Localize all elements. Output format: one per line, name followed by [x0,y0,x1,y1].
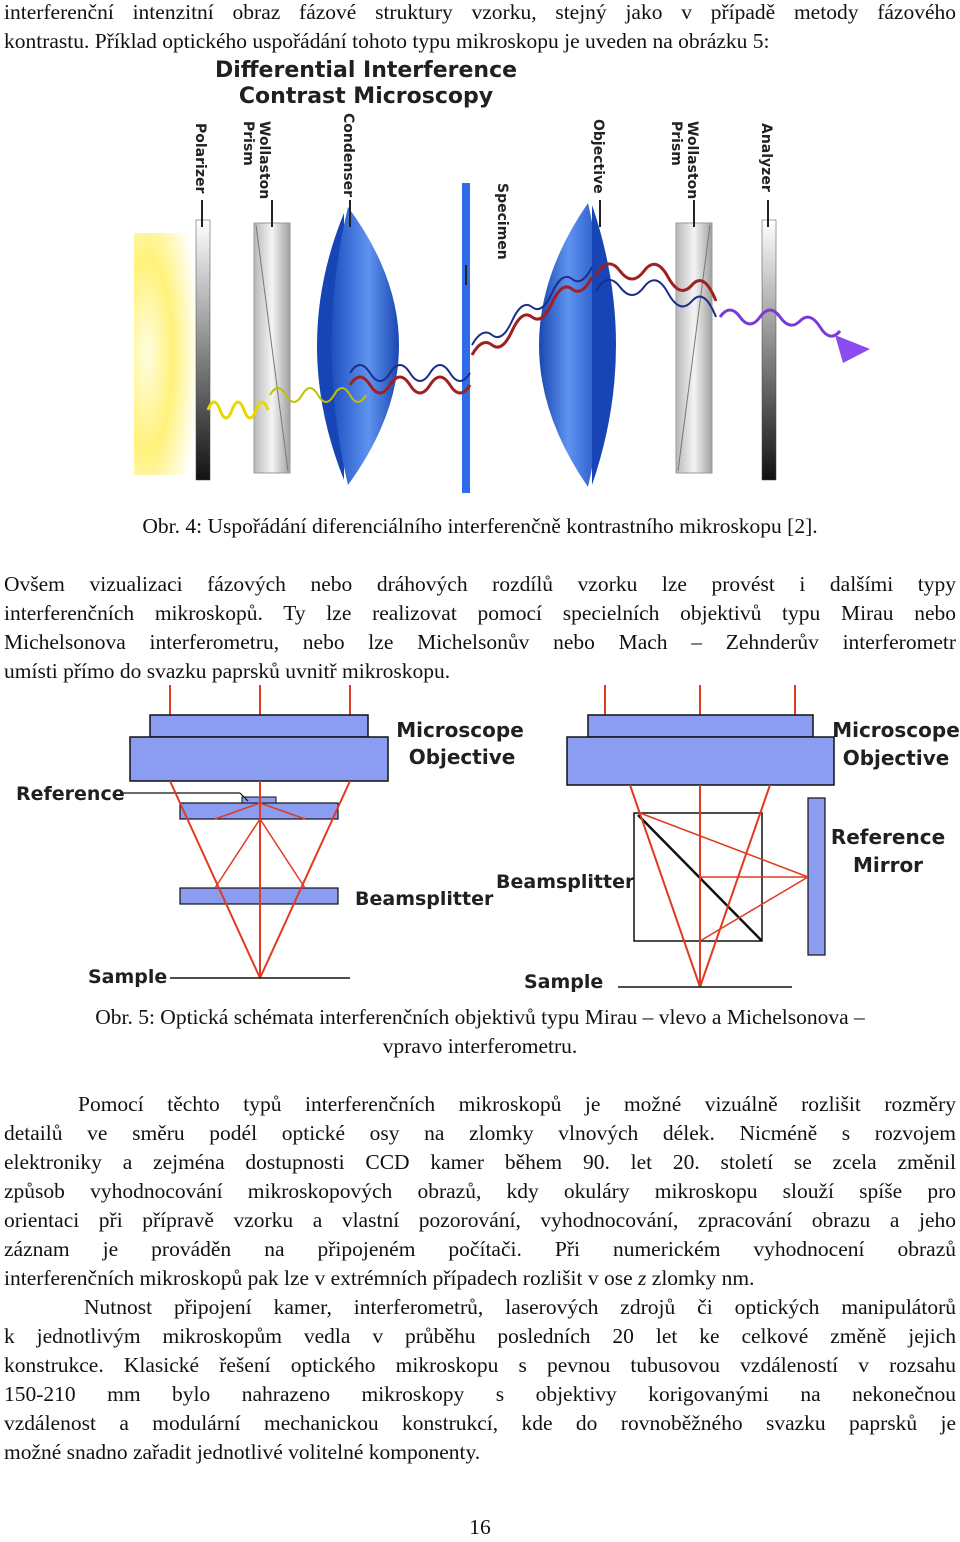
reference-mirror [807,797,826,956]
label-analyzer: Analyzer [758,123,774,192]
text-line: 150-210 mm bylo nahrazeno mikroskopy s o… [4,1382,956,1406]
label-prism-1: Prism [240,121,256,166]
label-prism-2: Prism [668,121,684,166]
text-segment: interferenčních mikroskopů pak lze v ext… [4,1266,639,1290]
condenser-lens [331,207,399,485]
ray-wave-blue [349,364,471,382]
unpolarized-wave [206,400,270,420]
ray-wave-blue [595,279,717,318]
ray-wave-red [470,276,594,356]
caption-line: vpravo interferometru. [382,1034,578,1058]
text-line: konstrukce. Klasické řešení optického mi… [4,1353,956,1377]
label-reference: Reference [16,783,125,805]
figure4-caption: Obr. 4: Uspořádání diferenciálního inter… [142,514,818,538]
label-objective: Objective [409,745,516,769]
mirau-schematic: Microscope Objective Reference Beamsplit… [16,685,524,988]
label-wollaston-1: Wollaston [256,121,272,199]
text-line: orientaci při přípravě vzorku a vlastní … [4,1208,956,1232]
text-line: kontrastu. Příklad optického uspořádání … [4,29,770,53]
figure-title-line1: Differential Interference [215,58,517,83]
text-line: interferenčních mikroskopů. Ty lze reali… [4,601,956,625]
label-beamsplitter: Beamsplitter [355,888,494,910]
text-line: způsob vyhodnocování mikroskopových obra… [4,1179,956,1203]
label-condenser: Condenser [340,113,356,197]
output-arrow-icon [835,335,870,363]
figure5-caption: Obr. 5: Optická schémata interferenčních… [4,1003,956,1061]
text-line: interferenční intenzitní obraz fázové st… [4,0,956,24]
text-line: k jednotlivým mikroskopům vedla v průběh… [4,1324,956,1348]
prism-split-line [255,224,289,472]
label-reference: Reference [831,825,945,849]
label-microscope: Microscope [396,718,524,742]
caption-line: Obr. 5: Optická schémata interferenčních… [95,1005,865,1029]
label-objective: Objective [590,119,606,194]
text-line: Pomocí těchto typů interferenčních mikro… [78,1092,956,1116]
michelson-schematic: Microscope Objective Reference Mirror Be… [496,685,960,993]
top-paragraph: interferenční intenzitní obraz fázové st… [4,0,956,56]
figure-title-line2: Contrast Microscopy [239,84,493,109]
text-line: Michelsonova interferometru, nebo lze Mi… [4,630,956,654]
analyzer-element [761,219,777,481]
label-sample: Sample [524,971,603,993]
output-wave [718,308,842,338]
page-number: 16 [469,1515,491,1539]
text-line: umísti přímo do svazku paprsků uvnitř mi… [4,659,451,683]
polarizer-element [195,219,211,481]
ray-wave-red [594,262,718,302]
label-polarizer: Polarizer [192,123,208,193]
label-mirror: Mirror [853,853,923,877]
text-line: detailů ve směru podél optické osy na zl… [4,1121,956,1145]
label-specimen: Specimen [494,183,510,260]
objective-main-block [566,736,835,786]
ray-wave-red [348,375,472,395]
text-line: Ovšem vizualizaci fázových nebo dráhovýc… [4,572,956,596]
text-line: vzdálenost a modulární mechanickou konst… [4,1411,956,1435]
middle-paragraph: Ovšem vizualizaci fázových nebo dráhovýc… [4,570,956,686]
label-sample: Sample [88,966,167,988]
text-line: záznam je prováděn na připojeném počítač… [4,1237,956,1261]
text-line: Nutnost připojení kamer, interferometrů,… [84,1295,956,1319]
italic-z: z [638,1266,647,1290]
text-line: interferenčních mikroskopů pak lze v ext… [4,1264,956,1293]
text-line: možné snadno zařadit jednotlivé voliteln… [4,1440,481,1464]
label-wollaston-2: Wollaston [684,121,700,199]
polarized-wave [269,387,367,403]
bottom-paragraph-1: Pomocí těchto typů interferenčních mikro… [4,1090,956,1293]
objective-top-block [587,714,814,738]
label-microscope: Microscope [832,718,960,742]
ray-wave-blue [471,266,593,346]
text-segment: zlomky nm. [646,1266,755,1290]
interferometer-schematics-figure: Microscope Objective Reference Beamsplit… [16,685,960,993]
prism-split-line [677,224,711,472]
label-beamsplitter: Beamsplitter [496,871,635,893]
text-line: elektroniky a zejména dostupnosti CCD ka… [4,1150,956,1174]
specimen-slide [462,183,470,493]
light-source [134,233,199,475]
label-objective: Objective [843,746,950,770]
dic-microscopy-figure: Differential Interference Contrast Micro… [134,58,870,493]
objective-top-block [149,714,369,738]
objective-edge [592,205,616,485]
objective-main-block [129,736,389,782]
bottom-paragraph-2: Nutnost připojení kamer, interferometrů,… [4,1293,956,1467]
